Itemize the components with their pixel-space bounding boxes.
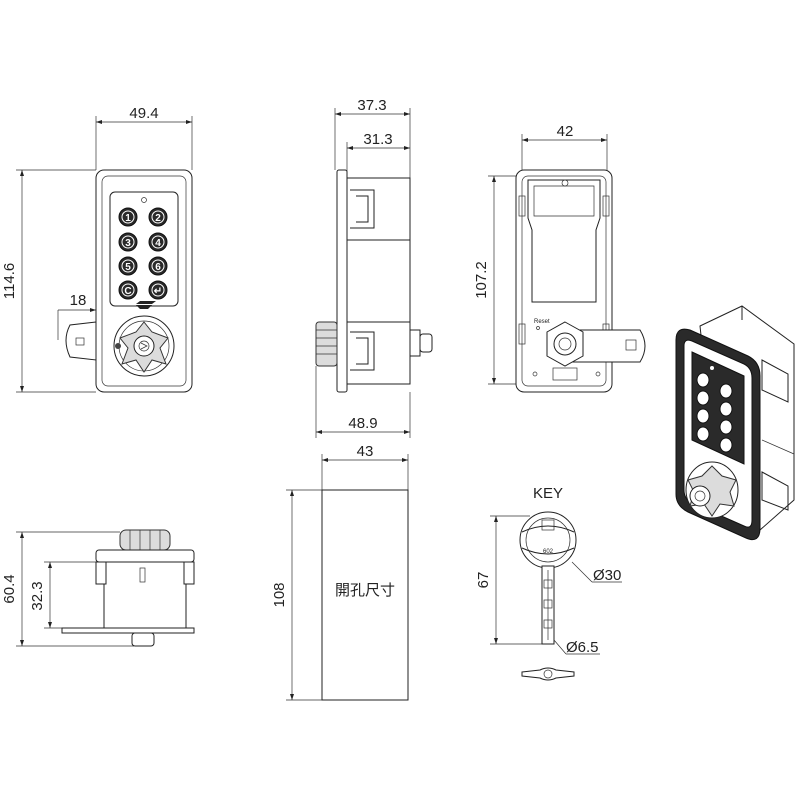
- bottom-height-dim: 60.4: [1, 574, 18, 603]
- key-view: KEY 67 602 Ø30 Ø6.5: [475, 485, 622, 681]
- key-5[interactable]: 5: [118, 256, 138, 276]
- isometric-view: [675, 305, 795, 541]
- back-width-dim: 42: [557, 123, 574, 140]
- key-enter[interactable]: ↵: [148, 280, 168, 300]
- side-inner-dim: 31.3: [363, 131, 392, 148]
- back-height-dim: 107.2: [473, 261, 490, 299]
- svg-text:1: 1: [125, 213, 131, 224]
- front-keypad: 1 2 3 4 5 6 C ↵: [118, 207, 168, 309]
- key-2[interactable]: 2: [148, 207, 168, 227]
- cutout-view: 43 108 開孔尺寸: [271, 443, 409, 701]
- side-view: 37.3 31.3 48.9: [315, 97, 433, 438]
- key-6[interactable]: 6: [148, 256, 168, 276]
- cutout-label: 開孔尺寸: [335, 581, 395, 599]
- svg-text:↵: ↵: [154, 286, 162, 297]
- bottom-view: 60.4 32.3: [1, 529, 195, 647]
- brand-logo-icon: [136, 301, 156, 309]
- key-code: 602: [543, 549, 554, 555]
- reset-label: Reset: [534, 319, 550, 325]
- key-4[interactable]: 4: [148, 232, 168, 252]
- svg-text:4: 4: [155, 238, 161, 249]
- svg-text:5: 5: [125, 262, 131, 273]
- cutout-width-dim: 43: [357, 443, 374, 460]
- side-bottom-dim: 48.9: [348, 415, 377, 432]
- key-3[interactable]: 3: [118, 232, 138, 252]
- key-1[interactable]: 1: [118, 207, 138, 227]
- front-height-dim: 114.6: [1, 263, 18, 299]
- front-lever-dim: 18: [70, 292, 87, 309]
- front-knob[interactable]: [113, 315, 175, 377]
- svg-text:C: C: [124, 286, 131, 297]
- back-view: 42 107.2 Reset: [473, 123, 646, 393]
- svg-text:2: 2: [155, 213, 161, 224]
- front-width-dim: 49.4: [129, 105, 158, 122]
- cutout-height-dim: 108: [271, 582, 288, 607]
- key-shaft-dim: Ø6.5: [566, 639, 599, 656]
- svg-text:6: 6: [155, 262, 161, 273]
- key-length-dim: 67: [475, 572, 492, 589]
- iso-keys: [696, 366, 733, 453]
- bottom-depth-dim: 32.3: [29, 581, 46, 610]
- key-title: KEY: [533, 485, 563, 502]
- svg-text:3: 3: [125, 238, 131, 249]
- key-clear[interactable]: C: [118, 280, 138, 300]
- side-outer-dim: 37.3: [357, 97, 386, 114]
- key-head-dim: Ø30: [593, 567, 621, 584]
